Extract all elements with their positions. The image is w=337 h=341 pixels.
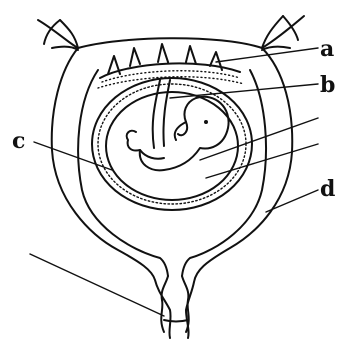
leader-amnion-1 (200, 118, 318, 160)
cervix (162, 276, 189, 300)
amniotic-sac-dotted (98, 84, 246, 204)
amnion-inner (106, 92, 238, 200)
fetus-eye (204, 120, 208, 124)
label-b: b (320, 72, 335, 98)
label-d: d (320, 176, 335, 202)
uterus-fundus (78, 38, 262, 48)
leader-amnion-2 (206, 144, 318, 178)
leader-cervix (30, 254, 164, 316)
leader-c (34, 142, 112, 170)
leader-d (266, 190, 318, 212)
label-c: c (12, 128, 25, 154)
uterus-inner-wall (78, 70, 266, 276)
label-a: a (320, 36, 334, 62)
leader-a (216, 48, 318, 62)
vagina (161, 300, 188, 332)
umbilical-cord (153, 80, 170, 148)
